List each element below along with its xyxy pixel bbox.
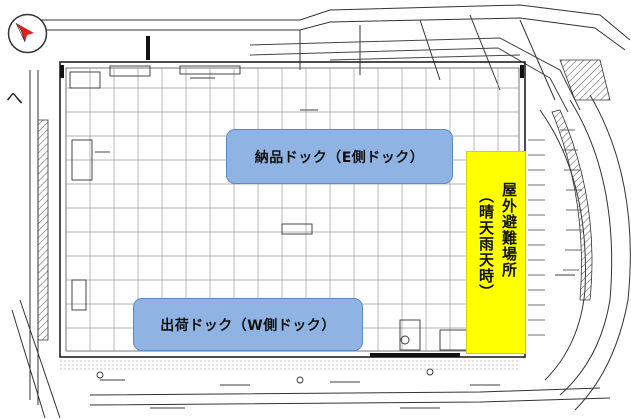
hatched-wall-left: [37, 119, 49, 341]
outdoor-evacuation-area: 屋外避難場所 （晴天雨天時）: [466, 151, 526, 354]
west-dock-label: 出荷ドック（W側ドック）: [133, 298, 363, 351]
parking-stalls: [528, 129, 582, 336]
evacuation-area-label: 屋外避難場所: [500, 182, 518, 278]
east-dock-label: 納品ドック（E側ドック）: [226, 129, 453, 184]
interior-details: [69, 65, 471, 384]
evacuation-weather-note: （晴天雨天時）: [477, 188, 495, 300]
thick-walls: [60, 36, 524, 357]
site-boundary: [11, 4, 631, 419]
upper-ramp: [249, 37, 581, 113]
direction-character: へ: [6, 89, 23, 109]
hatched-wall-right: [551, 109, 593, 301]
dotted-ground: [60, 360, 520, 372]
hatched-wall-top: [559, 59, 611, 101]
annotation-marks: [95, 77, 575, 409]
north-arrow-icon: [7, 13, 48, 54]
